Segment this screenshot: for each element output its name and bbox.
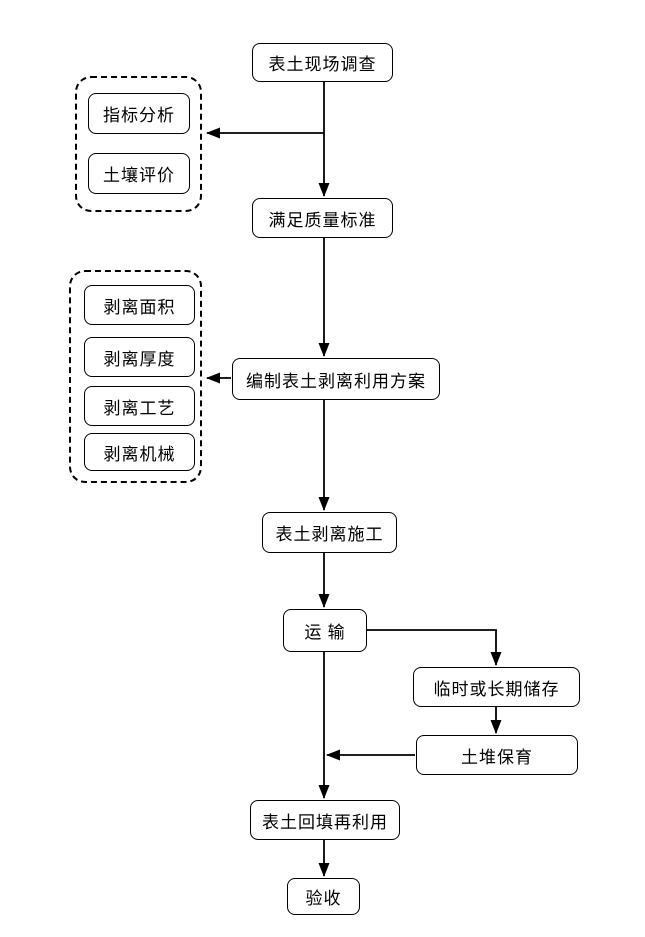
node-strip-machinery: 剥离机械	[84, 433, 195, 471]
node-plan: 编制表土剥离利用方案	[232, 358, 440, 400]
node-storage: 临时或长期储存	[413, 667, 580, 707]
node-pile-conservation: 土堆保育	[416, 735, 578, 775]
node-strip-process: 剥离工艺	[84, 386, 195, 426]
node-site-survey: 表土现场调查	[252, 43, 393, 82]
node-acceptance: 验收	[287, 878, 360, 915]
node-strip-thickness: 剥离厚度	[84, 337, 195, 377]
node-backfill-reuse: 表土回填再利用	[250, 800, 400, 840]
node-quality-standard: 满足质量标准	[252, 198, 393, 238]
arrow-transport-to-storage	[367, 629, 502, 666]
node-strip-construction: 表土剥离施工	[262, 512, 397, 553]
node-indicator-analysis: 指标分析	[88, 93, 190, 134]
node-transport: 运 输	[283, 609, 367, 652]
node-strip-area: 剥离面积	[84, 285, 195, 325]
node-soil-evaluation: 土壤评价	[88, 153, 190, 194]
